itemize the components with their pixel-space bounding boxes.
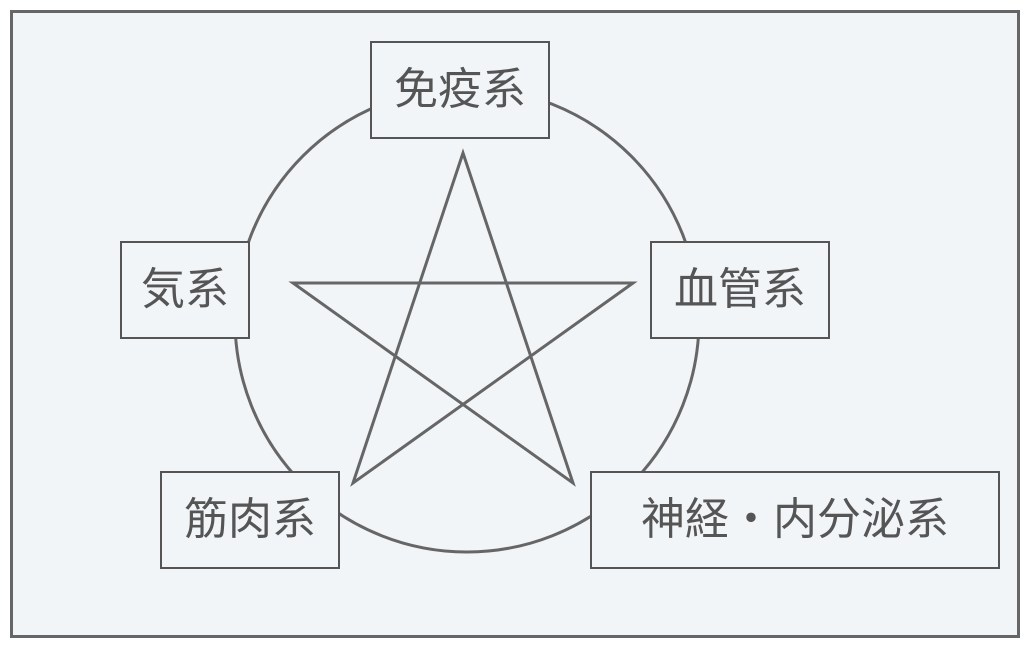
pentagram-star: [288, 148, 638, 487]
node-vascular-system: 血管系: [650, 241, 830, 339]
node-label: 気系: [141, 264, 229, 315]
node-nervous-endocrine-system: 神経・内分泌系: [590, 471, 1000, 569]
node-label: 血管系: [674, 264, 806, 315]
node-immune-system: 免疫系: [370, 41, 550, 139]
node-muscular-system: 筋肉系: [160, 471, 340, 569]
node-label: 免疫系: [394, 64, 526, 115]
node-ki-system: 気系: [120, 241, 250, 339]
node-label: 神経・内分泌系: [641, 494, 949, 545]
node-label: 筋肉系: [184, 494, 316, 545]
